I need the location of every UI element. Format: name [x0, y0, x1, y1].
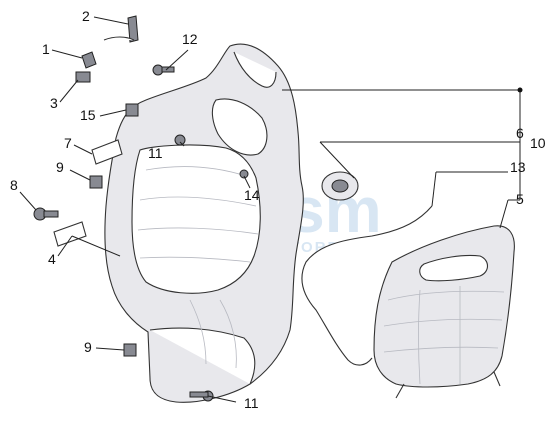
callout-5: 5: [516, 191, 524, 207]
callout-3: 3: [50, 95, 58, 111]
bracket-7: [91, 139, 123, 165]
callout-7: 7: [64, 135, 72, 151]
screw-12-shank: [161, 66, 175, 73]
leg-shield-panel: [104, 43, 304, 403]
nut-3: [75, 71, 91, 83]
glove-box-5: [373, 225, 515, 399]
callout-12: 12: [182, 31, 198, 47]
callout-14: 14: [244, 187, 260, 203]
callout-2: 2: [82, 8, 90, 24]
leader-lines: [19, 16, 523, 403]
callout-4: 4: [48, 251, 56, 267]
callout-8: 8: [10, 177, 18, 193]
callout-13: 13: [510, 159, 526, 175]
clip-15: [125, 103, 139, 117]
screw-11-upper: [174, 134, 186, 146]
spring-clip-2: [103, 36, 135, 41]
callout-9-lower: 9: [84, 339, 92, 355]
lock-housing-6: [321, 171, 359, 201]
clip-9-lower: [123, 343, 137, 357]
callout-9-upper: 9: [56, 159, 64, 175]
screw-8-shank: [43, 210, 59, 218]
callout-6: 6: [516, 125, 524, 141]
callout-11-lower: 11: [244, 395, 259, 411]
cable-13: [301, 205, 433, 366]
screw-11-lower-shank: [189, 391, 209, 398]
bracket-2: [127, 15, 139, 43]
callout-1: 1: [42, 41, 50, 57]
clip-1: [81, 51, 97, 69]
callout-labels: 1 2 3 4 5 6 7 8 9 9 10 11 11 12 13 14 15: [10, 8, 546, 411]
callout-11-upper: 11: [148, 145, 163, 161]
callout-10: 10: [530, 135, 546, 151]
callout-15: 15: [80, 107, 96, 123]
clip-9-upper: [89, 175, 103, 189]
hardware-parts: [33, 15, 249, 402]
screw-14: [239, 169, 249, 179]
bracket-4: [53, 221, 87, 247]
